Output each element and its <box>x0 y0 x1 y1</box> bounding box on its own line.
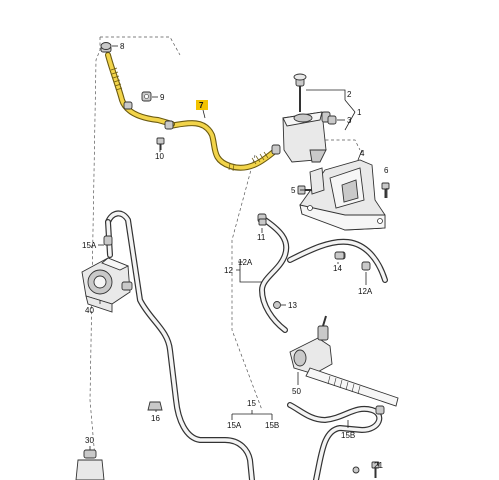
label-4: 4 <box>360 149 365 158</box>
reservoir-bracket-4[interactable] <box>299 159 386 231</box>
label-8: 8 <box>120 42 125 51</box>
label-30: 30 <box>85 436 94 445</box>
label-9: 9 <box>160 93 165 102</box>
label-6: 6 <box>384 166 389 175</box>
part-labels: 1 2 3 4 5 6 7 8 9 10 11 12 12A 12A 13 14… <box>82 42 389 470</box>
label-15a-left: 15A <box>82 241 97 250</box>
highlight-marker-7 <box>196 100 208 110</box>
bolt-11[interactable] <box>258 218 267 226</box>
pressure-line-15[interactable] <box>103 210 255 480</box>
clamp-14[interactable] <box>334 251 345 260</box>
label-15b-bracket: 15B <box>265 421 279 430</box>
label-14: 14 <box>333 264 342 273</box>
clip-8[interactable] <box>100 42 112 50</box>
dashed-guide-lines <box>89 36 361 471</box>
label-12a-left: 12A <box>238 258 253 267</box>
label-12a-right: 12A <box>358 287 373 296</box>
label-3: 3 <box>347 116 352 125</box>
label-50: 50 <box>292 387 301 396</box>
label-21: 21 <box>374 461 383 470</box>
label-15: 15 <box>247 399 256 408</box>
bolt-10[interactable] <box>156 137 165 150</box>
label-1: 1 <box>357 108 362 117</box>
bolt-6[interactable] <box>381 182 390 198</box>
fluid-reservoir-1[interactable] <box>282 73 331 163</box>
label-15a-bracket: 15A <box>227 421 242 430</box>
clamp-16[interactable] <box>147 401 163 411</box>
suction-hose-7[interactable] <box>100 45 281 172</box>
steering-rack-50[interactable] <box>289 315 399 407</box>
return-line-12[interactable] <box>257 213 388 333</box>
pressure-line-15b[interactable] <box>287 402 385 480</box>
leader-lines <box>89 45 388 466</box>
label-7: 7 <box>199 101 204 110</box>
label-12: 12 <box>224 266 233 275</box>
label-13: 13 <box>288 301 297 310</box>
label-2: 2 <box>347 90 352 99</box>
label-5: 5 <box>291 186 296 195</box>
power-steering-pump-40[interactable] <box>81 257 133 313</box>
label-16: 16 <box>151 414 160 423</box>
label-40: 40 <box>85 306 94 315</box>
label-11: 11 <box>257 233 266 242</box>
label-15b-right: 15B <box>341 431 355 440</box>
bolt-21[interactable] <box>352 461 380 478</box>
bolt-3[interactable] <box>327 115 337 125</box>
nut-13[interactable] <box>273 301 281 309</box>
label-10: 10 <box>155 152 164 161</box>
fluid-bottle-30[interactable] <box>75 449 105 480</box>
clamp-9[interactable] <box>141 91 152 102</box>
